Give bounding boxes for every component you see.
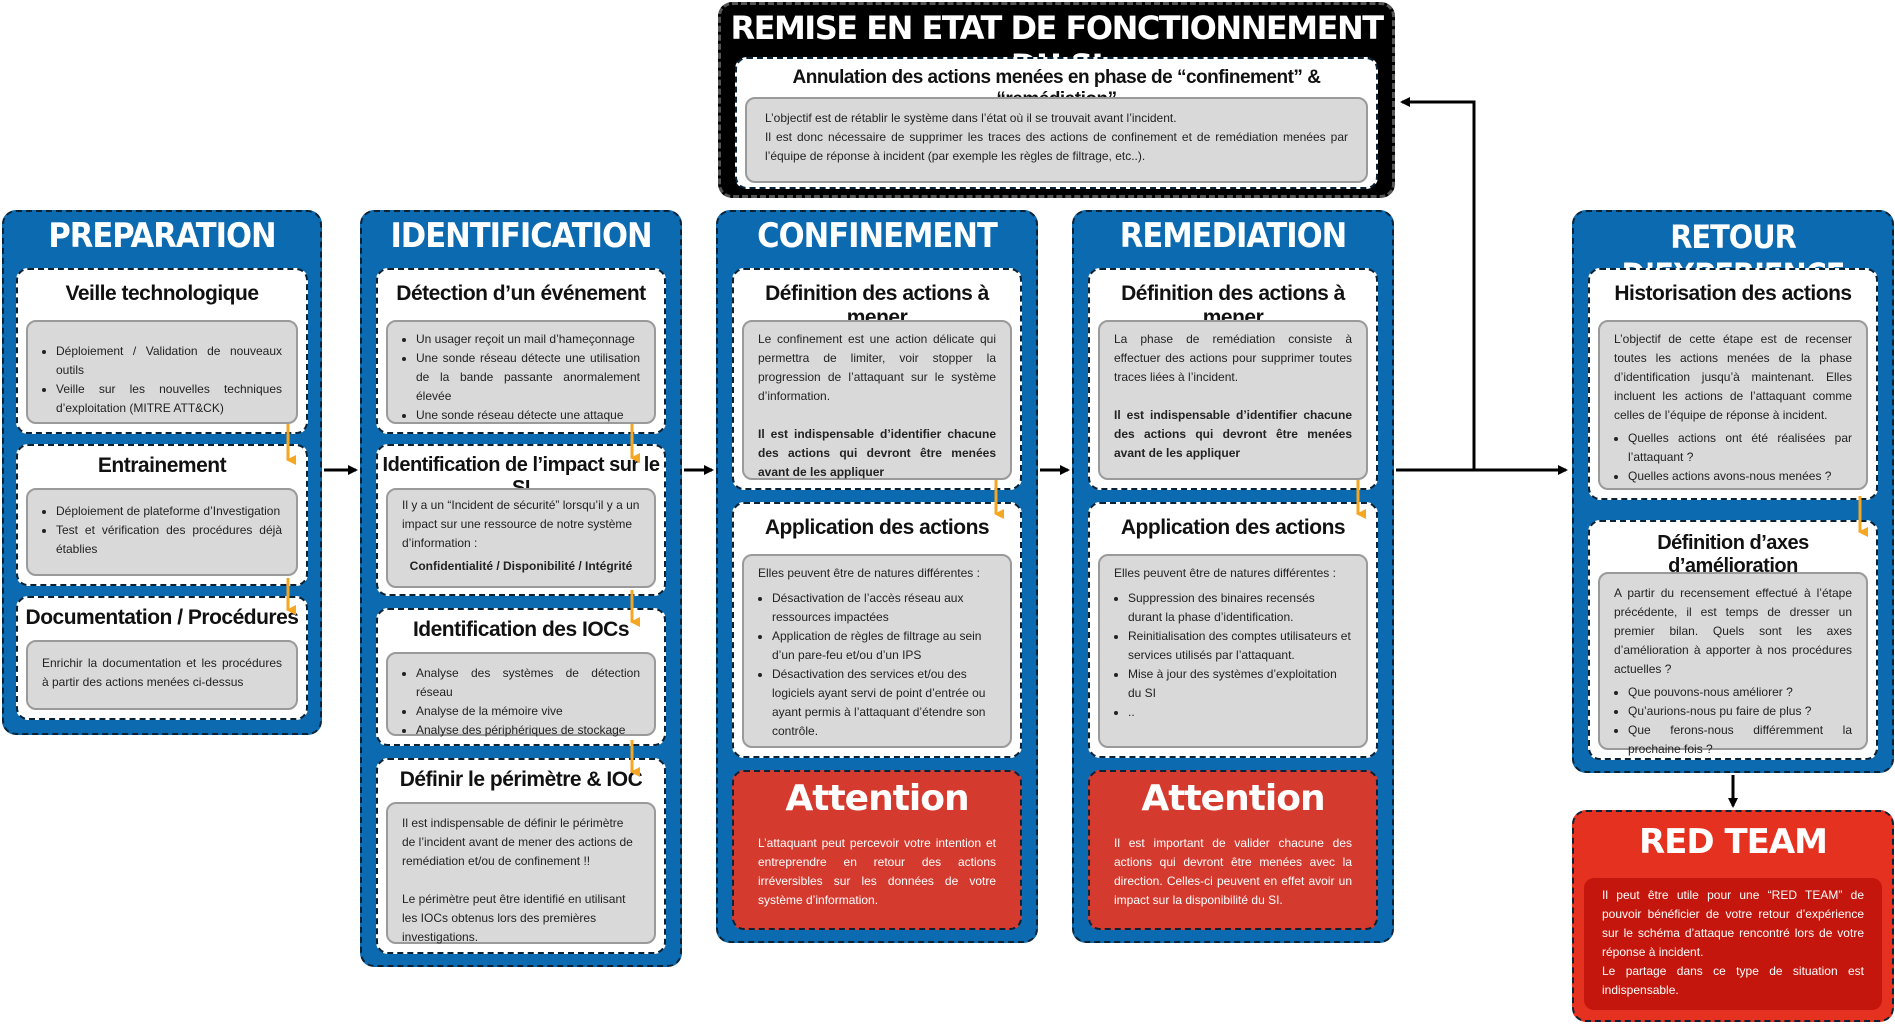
conf-application-intro: Elles peuvent être de natures différente…: [758, 566, 980, 580]
list-item: Mise à jour des systèmes d’exploitation …: [1128, 665, 1352, 703]
conf-definition-card: Définition des actions à mener Le confin…: [732, 268, 1022, 490]
list-item: Que pouvons-nous améliorer ?: [1628, 683, 1852, 702]
list-item: ..: [1128, 703, 1352, 722]
rem-application-title: Application des actions: [1120, 516, 1346, 539]
remediation-column: REMEDIATION Définition des actions à men…: [1072, 210, 1394, 943]
rem-definition-bold: Il est indispensable d’identifier chacun…: [1114, 408, 1352, 460]
perimetre-card: Définir le périmètre & IOC Il est indisp…: [376, 758, 666, 954]
conf-attention: Attention L’attaquant peut percevoir vot…: [732, 770, 1022, 930]
entrainement-box: Déploiement de plateforme d’Investigatio…: [26, 488, 298, 576]
iocs-box: Analyse des systèmes de détection réseau…: [386, 652, 656, 737]
list-item: Analyse des systèmes de détection réseau: [416, 664, 640, 702]
list-item: Suppression des binaires recensés durant…: [1128, 589, 1352, 627]
restore-text: L’objectif est de rétablir le système da…: [745, 97, 1368, 183]
iocs-card: Identification des IOCs Analyse des syst…: [376, 608, 666, 746]
documentation-text: Enrichir la documentation et les procédu…: [42, 656, 282, 689]
conf-attention-title: Attention: [785, 778, 969, 819]
list-item: Test et vérification des procédures déjà…: [56, 521, 282, 559]
detection-card: Détection d’un événement Un usager reçoi…: [376, 268, 666, 434]
redteam-box: Il peut être utile pour une “RED TEAM” d…: [1584, 878, 1882, 1010]
detection-title: Détection d’un événement: [396, 282, 646, 305]
detection-box: Un usager reçoit un mail d’hameçonnage U…: [386, 320, 656, 424]
identification-column: IDENTIFICATION Détection d’un événement …: [360, 210, 682, 967]
impact-bold: Confidentialité / Disponibilité / Intégr…: [409, 559, 633, 573]
conf-definition-bold: Il est indispensable d’identifier chacun…: [758, 427, 996, 479]
historisation-text: L’objectif de cette étape est de recense…: [1614, 332, 1852, 422]
documentation-card: Documentation / Procédures Enrichir la d…: [16, 596, 308, 720]
rem-application-intro: Elles peuvent être de natures différente…: [1114, 566, 1336, 580]
veille-title: Veille technologique: [65, 282, 259, 305]
list-item: Déploiement / Validation de nouveaux out…: [56, 342, 282, 380]
veille-box: Déploiement / Validation de nouveaux out…: [26, 320, 298, 424]
list-item: Désactivation de l’accès réseau aux ress…: [772, 589, 996, 627]
amelioration-card: Définition d’axes d’amélioration A parti…: [1588, 520, 1878, 760]
conf-application-box: Elles peuvent être de natures différente…: [742, 554, 1012, 748]
list-item: Un usager reçoit un mail d’hameçonnage: [416, 330, 640, 349]
preparation-title: PREPARATION: [48, 216, 276, 256]
rem-definition-box: La phase de remédiation consiste à effec…: [1098, 320, 1368, 480]
rem-definition-text: La phase de remédiation consiste à effec…: [1114, 332, 1352, 384]
list-item: Application de règles de filtrage au sei…: [772, 627, 996, 665]
confinement-column: CONFINEMENT Définition des actions à men…: [716, 210, 1038, 943]
historisation-card: Historisation des actions L’objectif de …: [1588, 268, 1878, 500]
entrainement-title: Entrainement: [97, 454, 227, 477]
amelioration-text: A partir du recensement effectué à l’éta…: [1614, 586, 1852, 676]
list-item: Une sonde réseau détecte une attaque: [416, 406, 640, 425]
amelioration-title: Définition d’axes d’amélioration: [1657, 532, 1809, 577]
impact-text: Il y a un “Incident de sécurité” lorsqu’…: [402, 498, 640, 550]
rem-definition-card: Définition des actions à mener La phase …: [1088, 268, 1378, 490]
veille-card: Veille technologique Déploiement / Valid…: [16, 268, 308, 434]
conf-application-card: Application des actions Elles peuvent êt…: [732, 502, 1022, 758]
remediation-title: REMEDIATION: [1119, 216, 1347, 256]
documentation-box: Enrichir la documentation et les procédu…: [26, 640, 298, 710]
rem-attention-title: Attention: [1141, 778, 1325, 819]
perimetre-box: Il est indispensable de définir le périm…: [386, 802, 656, 944]
conf-definition-box: Le confinement est une action délicate q…: [742, 320, 1012, 480]
confinement-title: CONFINEMENT: [757, 216, 998, 256]
conf-attention-text: L’attaquant peut percevoir votre intenti…: [758, 836, 996, 907]
conf-definition-text: Le confinement est une action délicate q…: [758, 332, 996, 403]
list-item: Analyse de la mémoire vive: [416, 702, 640, 721]
list-item: Que ferons-nous différemment la prochain…: [1628, 721, 1852, 759]
historisation-title: Historisation des actions: [1614, 282, 1852, 305]
redteam-title: RED TEAM: [1638, 822, 1828, 862]
perimetre-text-2: Le périmètre peut être identifié en util…: [402, 892, 626, 944]
list-item: Analyse des périphériques de stockage: [416, 721, 640, 740]
preparation-column: PREPARATION Veille technologique Déploie…: [2, 210, 322, 735]
retour-column: RETOUR D’EXPERIENCE Historisation des ac…: [1572, 210, 1894, 773]
list-item: Une sonde réseau détecte une utilisation…: [416, 349, 640, 406]
rem-application-box: Elles peuvent être de natures différente…: [1098, 554, 1368, 748]
list-item: Désactivation des services et/ou des log…: [772, 665, 996, 741]
perimetre-title: Définir le périmètre & IOC: [399, 768, 643, 791]
redteam-text-1: Il peut être utile pour une “RED TEAM” d…: [1602, 888, 1864, 959]
list-item: Quelles actions ont été réalisées par l’…: [1628, 429, 1852, 467]
documentation-title: Documentation / Procédures: [25, 606, 299, 629]
arrow-to-restore: [1400, 97, 1476, 470]
historisation-box: L’objectif de cette étape est de recense…: [1598, 320, 1868, 490]
rem-attention: Attention Il est important de valider ch…: [1088, 770, 1378, 930]
impact-card: Identification de l’impact sur le SI Il …: [376, 444, 666, 596]
restore-line-1: L’objectif est de rétablir le système da…: [765, 111, 1177, 125]
impact-box: Il y a un “Incident de sécurité” lorsqu’…: [386, 488, 656, 588]
restore-card: Annulation des actions menées en phase d…: [735, 57, 1378, 189]
restore-line-2: Il est donc nécessaire de supprimer les …: [765, 130, 1348, 163]
entrainement-card: Entrainement Déploiement de plateforme d…: [16, 444, 308, 586]
list-item: Reinitialisation des comptes utilisateur…: [1128, 627, 1352, 665]
list-item: Quelles actions avons-nous menées ?: [1628, 467, 1852, 486]
list-item: Veille sur les nouvelles techniques d’ex…: [56, 380, 282, 418]
rem-attention-text: Il est important de valider chacune des …: [1114, 836, 1352, 907]
amelioration-box: A partir du recensement effectué à l’éta…: [1598, 572, 1868, 756]
identification-title: IDENTIFICATION: [390, 216, 652, 256]
perimetre-text-1: Il est indispensable de définir le périm…: [402, 816, 633, 868]
list-item: Déploiement de plateforme d’Investigatio…: [56, 502, 282, 521]
rem-application-card: Application des actions Elles peuvent êt…: [1088, 502, 1378, 758]
redteam-text-2: Le partage dans ce type de situation est…: [1602, 964, 1864, 997]
redteam-panel: RED TEAM Il peut être utile pour une “RE…: [1572, 810, 1894, 1022]
restore-panel: REMISE EN ETAT DE FONCTIONNEMENT DU SI A…: [718, 2, 1395, 198]
list-item: Qu’aurions-nous pu faire de plus ?: [1628, 702, 1852, 721]
iocs-title: Identification des IOCs: [412, 618, 630, 641]
conf-application-title: Application des actions: [764, 516, 990, 539]
